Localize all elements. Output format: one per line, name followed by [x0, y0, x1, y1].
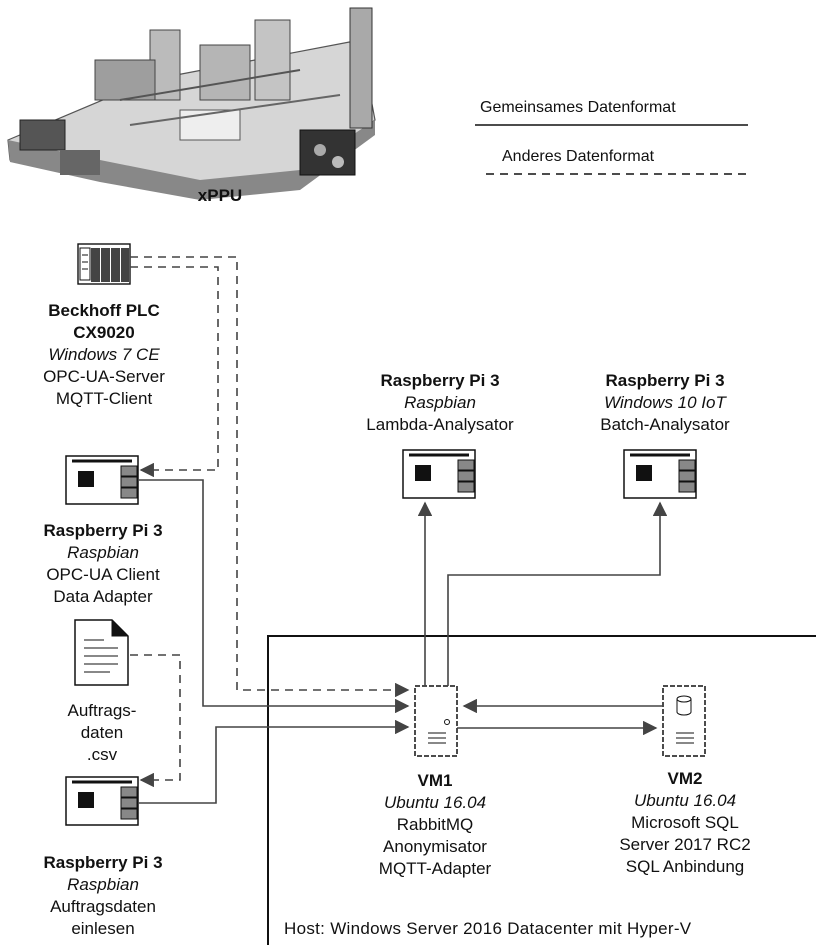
plc-label: Beckhoff PLC CX9020 Windows 7 CE OPC-UA-… — [24, 300, 184, 410]
plc-role2: MQTT-Client — [24, 388, 184, 410]
rpi-adapter-os: Raspbian — [18, 542, 188, 564]
plc-title2: CX9020 — [24, 322, 184, 344]
rpi-lambda-title: Raspberry Pi 3 — [350, 370, 530, 392]
rpi-lambda-role: Lambda-Analysator — [350, 414, 530, 436]
rpi-orders-role2: einlesen — [18, 918, 188, 940]
rpi-orders-title: Raspberry Pi 3 — [18, 852, 188, 874]
xppu-label: xPPU — [180, 185, 260, 207]
plc-role1: OPC-UA-Server — [24, 366, 184, 388]
vm1-server-icon — [415, 686, 457, 756]
rpi-batch-label: Raspberry Pi 3 Windows 10 IoT Batch-Anal… — [580, 370, 750, 436]
host-label: Host: Windows Server 2016 Datacenter mit… — [284, 918, 691, 940]
vm2-title: VM2 — [600, 768, 770, 790]
rpi-lambda-label: Raspberry Pi 3 Raspbian Lambda-Analysato… — [350, 370, 530, 436]
rpi-lambda-board — [403, 450, 475, 498]
vm1-role3: MQTT-Adapter — [350, 858, 520, 880]
csv-line1: Auftrags- — [52, 700, 152, 722]
rpi-orders-board — [66, 777, 138, 825]
rpi-lambda-os: Raspbian — [350, 392, 530, 414]
rpi-adapter-board — [66, 456, 138, 504]
plc-icon — [78, 244, 130, 284]
xppu-machine-image — [8, 8, 375, 200]
csv-label: Auftrags- daten .csv — [52, 700, 152, 766]
rpi-batch-board — [624, 450, 696, 498]
vm2-label: VM2 Ubuntu 16.04 Microsoft SQL Server 20… — [600, 768, 770, 878]
rpi-adapter-title: Raspberry Pi 3 — [18, 520, 188, 542]
rpi-batch-os: Windows 10 IoT — [580, 392, 750, 414]
rpi-orders-role1: Auftragsdaten — [18, 896, 188, 918]
plc-os: Windows 7 CE — [24, 344, 184, 366]
rpi-batch-role: Batch-Analysator — [580, 414, 750, 436]
rpi-batch-title: Raspberry Pi 3 — [580, 370, 750, 392]
legend-shared-label: Gemeinsames Datenformat — [480, 99, 676, 117]
csv-document-icon — [75, 620, 128, 685]
vm2-role1: Microsoft SQL — [600, 812, 770, 834]
csv-line3: .csv — [52, 744, 152, 766]
solid-connections — [138, 480, 663, 803]
rpi-orders-label: Raspberry Pi 3 Raspbian Auftragsdaten ei… — [18, 852, 188, 940]
vm1-label: VM1 Ubuntu 16.04 RabbitMQ Anonymisator M… — [350, 770, 520, 880]
rpi-adapter-label: Raspberry Pi 3 Raspbian OPC-UA Client Da… — [18, 520, 188, 608]
vm1-role2: Anonymisator — [350, 836, 520, 858]
rpi-adapter-role1: OPC-UA Client — [18, 564, 188, 586]
vm1-os: Ubuntu 16.04 — [350, 792, 520, 814]
legend-other-label: Anderes Datenformat — [502, 148, 654, 166]
rpi-adapter-role2: Data Adapter — [18, 586, 188, 608]
rpi-orders-os: Raspbian — [18, 874, 188, 896]
vm1-title: VM1 — [350, 770, 520, 792]
vm2-role2: Server 2017 RC2 — [600, 834, 770, 856]
vm2-database-icon — [663, 686, 705, 756]
csv-line2: daten — [52, 722, 152, 744]
vm1-role1: RabbitMQ — [350, 814, 520, 836]
vm2-role3: SQL Anbindung — [600, 856, 770, 878]
plc-title1: Beckhoff PLC — [24, 300, 184, 322]
vm2-os: Ubuntu 16.04 — [600, 790, 770, 812]
